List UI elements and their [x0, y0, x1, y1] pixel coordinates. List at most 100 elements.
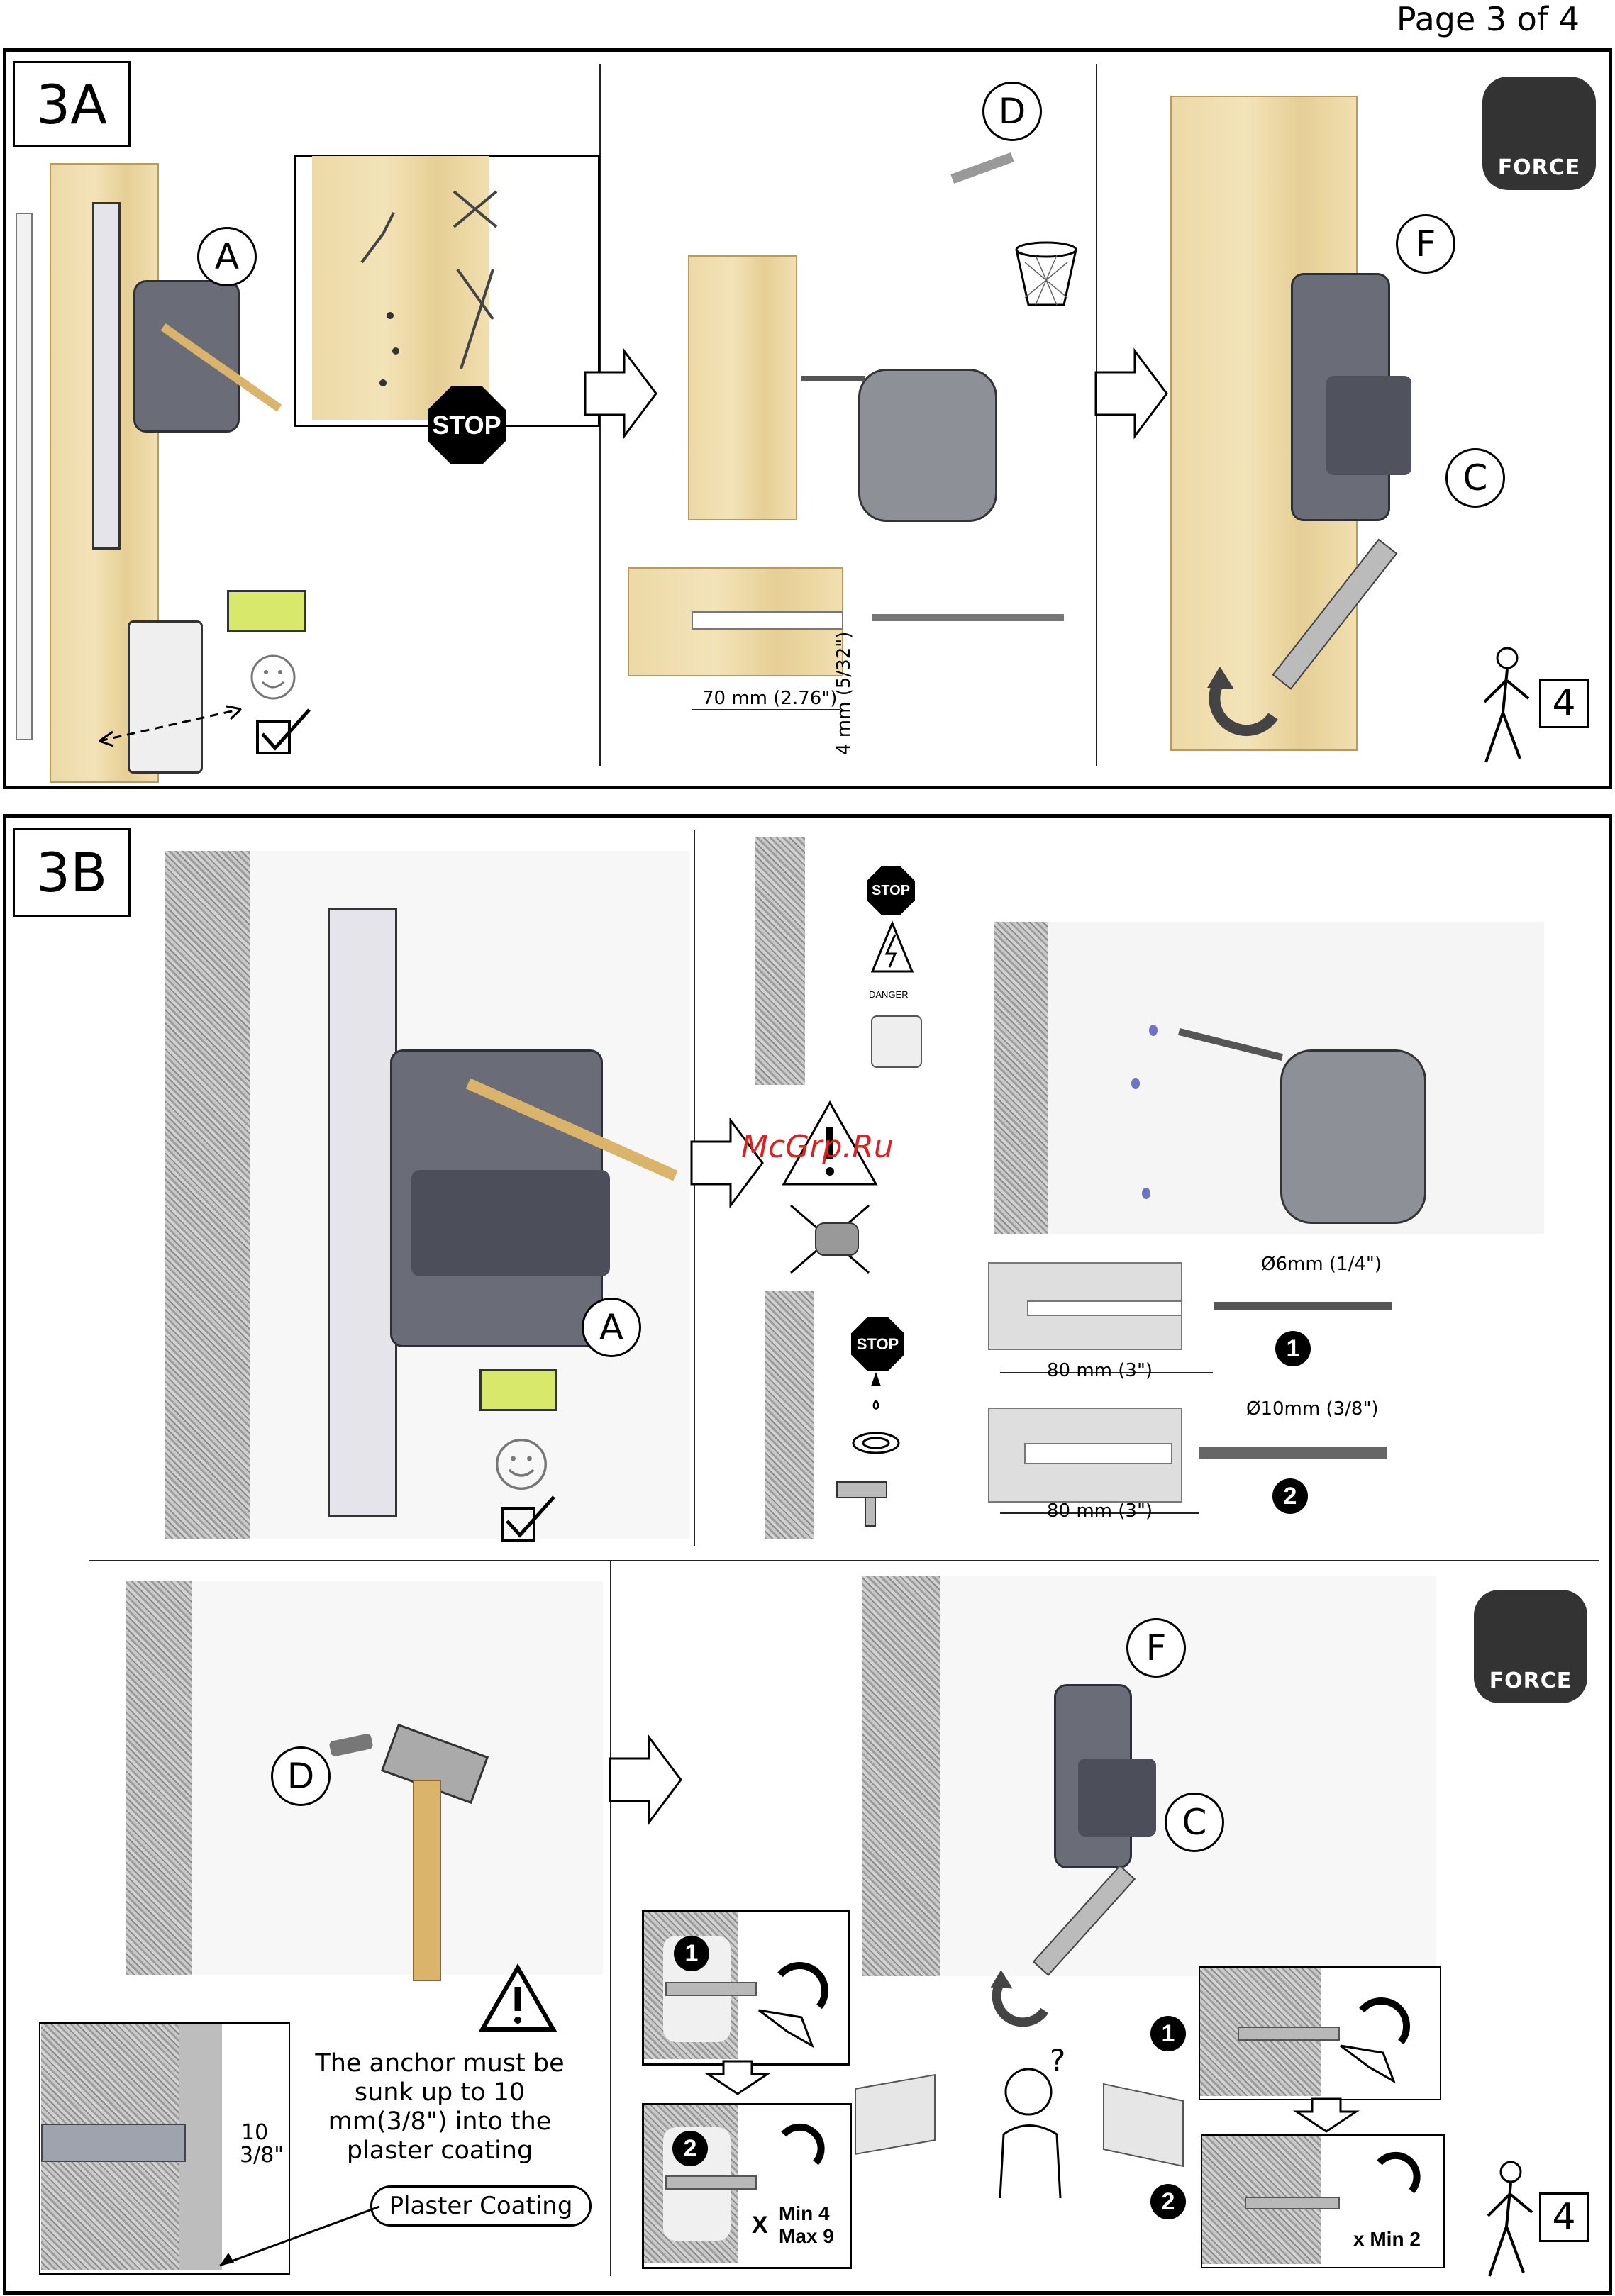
wall-face-6 — [940, 1576, 1436, 1976]
down-arrow-1 — [702, 2060, 773, 2095]
dim-10mm: Ø10mm (3/8") — [1246, 1398, 1379, 1420]
dim-80mm-2: 80 mm (3") — [1047, 1500, 1153, 1522]
drill — [858, 369, 997, 522]
checkbox-check-icon — [255, 706, 312, 755]
level-bubble-zoom — [227, 590, 306, 632]
dim-70mm: 70 mm (2.76") — [702, 688, 837, 709]
flow-arrow-3a-2 — [1092, 347, 1170, 440]
down-arrow-2 — [1291, 2097, 1362, 2133]
drill-3b — [1280, 1049, 1426, 1224]
stud-drilling — [688, 255, 797, 520]
bit-10mm — [1199, 1447, 1387, 1459]
bit-6mm — [1214, 1302, 1392, 1310]
rotate-arrow-icon — [1206, 659, 1284, 737]
warning-icon — [479, 1964, 557, 2035]
anchor-badge-r2: 2 — [1150, 2184, 1186, 2219]
stone-wall-6 — [862, 1576, 940, 1976]
danger-label: DANGER — [869, 989, 909, 1000]
stone-wall-1 — [165, 851, 250, 1539]
callout-c: C — [1445, 448, 1505, 508]
depth-hole-1 — [1027, 1300, 1182, 1316]
stone-wall-4 — [994, 922, 1048, 1234]
dim-10: 10 — [241, 2120, 268, 2145]
hand-icon-2 — [1333, 1975, 1426, 2088]
callout-c-3b: C — [1165, 1793, 1224, 1852]
depth-hole — [692, 611, 843, 630]
water-pipe-icon — [823, 1369, 908, 1532]
spirit-level — [92, 202, 121, 550]
callout-a-3b: A — [582, 1298, 641, 1357]
plaster-pointer — [213, 2202, 383, 2273]
smiley-icon — [248, 652, 298, 702]
stop-sign-3b-2: STOP — [851, 1317, 904, 1371]
flow-arrow-3a-1 — [582, 347, 660, 440]
stone-wall-5 — [126, 1581, 192, 1975]
stop-sign-3a: STOP — [428, 386, 506, 464]
callout-a: A — [197, 227, 257, 286]
bracket-hinge-3b — [411, 1170, 610, 1276]
callout-d: D — [982, 82, 1042, 141]
anchor-badge-1: 1 — [674, 1936, 709, 1971]
walking-person-icon-3b — [1482, 2159, 1539, 2280]
stone-wall-2 — [755, 837, 805, 1085]
power-outlet — [871, 1015, 922, 1068]
rotate-icon-inset-2 — [766, 2117, 830, 2180]
bracket-hinge-3b-mounted — [1078, 1759, 1156, 1837]
dim-3-8: 3/8" — [240, 2143, 284, 2168]
wall-edge — [16, 213, 33, 740]
spirit-level-3b — [328, 908, 397, 1517]
wall-bracket — [133, 280, 240, 433]
next-step-3b: 4 — [1539, 2192, 1589, 2242]
dim-4mm: 4 mm (5/32") — [833, 632, 855, 755]
callout-d-3b: D — [271, 1746, 331, 1806]
depth-hole-2 — [1024, 1443, 1172, 1464]
watermark: McGrp.Ru — [741, 1129, 894, 1165]
next-step-3a: 4 — [1539, 679, 1589, 728]
smiley-icon-3b — [493, 1436, 550, 1493]
count-x: X — [752, 2214, 768, 2236]
depth-bit — [872, 614, 1064, 621]
callout-f-3b: F — [1126, 1618, 1186, 1678]
plaster-coating-label: Plaster Coating — [370, 2185, 592, 2227]
anchor-badge-2: 2 — [672, 2131, 708, 2166]
warning-no-drill-icon — [777, 1099, 883, 1276]
hand-icon-1 — [752, 1939, 844, 2053]
drill-hole-3 — [1142, 1188, 1150, 1199]
trash-bin-icon — [1011, 241, 1082, 312]
drill-bit — [801, 376, 865, 381]
anchor-section — [41, 2124, 186, 2162]
anchor-badge-r1: 1 — [1150, 2016, 1186, 2051]
count-min2: x Min 2 — [1353, 2228, 1421, 2251]
badge-1: 1 — [1275, 1331, 1311, 1366]
stone-wall-3 — [765, 1291, 814, 1539]
hammer-handle — [413, 1780, 441, 1981]
thinking-person-icon: ? — [979, 2049, 1085, 2205]
badge-2: 2 — [1272, 1478, 1308, 1514]
level-bubble-zoom-3b — [479, 1369, 557, 1411]
svg-text:?: ? — [1050, 2043, 1065, 2078]
high-voltage-icon — [871, 922, 914, 993]
hollow-brick — [855, 2074, 936, 2155]
rotate-arrow-icon-3b — [989, 1964, 1053, 2028]
force-badge-3a: FORCE — [1482, 77, 1596, 190]
page-number: Page 3 of 4 — [1397, 0, 1580, 38]
dim-6mm: Ø6mm (1/4") — [1261, 1254, 1382, 1275]
inset-marks — [355, 177, 539, 404]
plaster-note: The anchor must be sunk up to 10 mm(3/8"… — [298, 2049, 582, 2166]
walking-person-icon — [1479, 645, 1536, 766]
checkbox-check-icon-3b — [500, 1493, 557, 1542]
wall-face-5 — [192, 1581, 603, 1975]
dim-80mm-1: 80 mm (3") — [1047, 1360, 1153, 1381]
force-badge-3b: FORCE — [1474, 1590, 1587, 1703]
rotate-icon-inset-r2 — [1362, 2145, 1426, 2209]
callout-f: F — [1396, 214, 1455, 274]
section-label-3b: 3B — [13, 828, 131, 917]
flow-arrow-3b-2 — [606, 1734, 684, 1826]
section-label-3a: 3A — [13, 61, 131, 147]
drill-hole-1 — [1149, 1025, 1158, 1036]
count-min4: Min 4 — [779, 2202, 830, 2225]
drill-hole-2 — [1131, 1078, 1140, 1089]
bracket-hinge — [1326, 376, 1411, 475]
stud-finder-arrow — [96, 702, 245, 752]
count-max9: Max 9 — [779, 2225, 834, 2248]
